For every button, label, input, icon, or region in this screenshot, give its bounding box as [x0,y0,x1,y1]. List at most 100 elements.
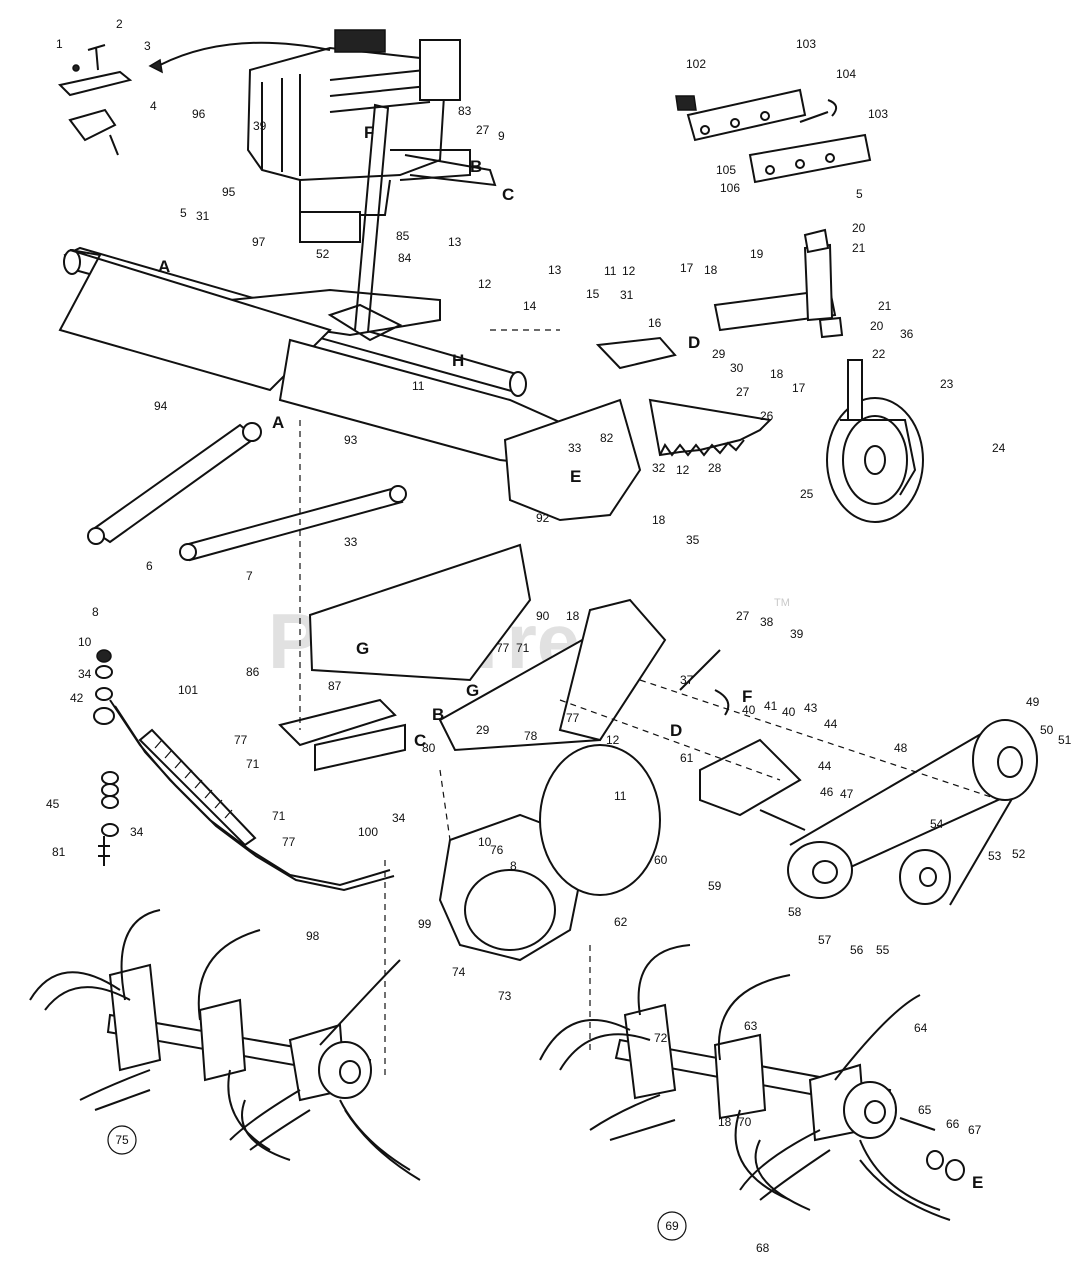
callout-c12c: 12 [622,264,636,278]
callout-c30: 30 [730,361,744,375]
callout-c11a: 11 [412,379,425,393]
callout-c12a: 12 [478,277,492,291]
chain-case [438,744,661,962]
callout-c40a: 40 [742,703,756,717]
callout-c105: 105 [716,163,736,177]
callout-c13a: 13 [448,235,462,249]
reference-letter-A1: A [158,257,170,276]
callout-c48: 48 [894,741,908,755]
callout-c6: 6 [146,559,153,573]
callout-c7: 7 [246,569,253,583]
callout-c37: 37 [680,673,694,687]
callout-c96: 96 [192,107,206,121]
choke-parts [57,44,133,156]
callout-c29b: 29 [476,723,490,737]
callout-c58: 58 [788,905,802,919]
callout-c11b: 11 [604,264,617,278]
callout-c33b: 33 [344,535,358,549]
callout-c35: 35 [686,533,700,547]
callout-c5b: 5 [856,187,863,201]
callout-c18c: 18 [652,513,666,527]
callout-c18e: 18 [718,1115,732,1129]
callout-c57: 57 [818,933,832,947]
callout-c9: 9 [498,129,505,143]
reference-letter-G1: G [356,639,369,658]
callout-circle-c69 [657,1211,687,1241]
callout-c21b: 21 [852,241,866,255]
alignment-lines [299,329,1001,1080]
callout-c18a: 18 [704,263,718,277]
reference-letter-C2: C [414,731,426,750]
reference-letter-F2: F [742,687,752,706]
callout-c98: 98 [306,929,320,943]
throttle-cable [159,41,331,66]
callout-c103a: 103 [796,37,816,51]
pulley-54 [899,849,951,905]
callout-c52a: 52 [316,247,330,261]
callout-c39a: 39 [253,119,267,133]
callout-c51: 51 [1058,733,1072,747]
callout-c92: 92 [536,511,550,525]
callout-c104: 104 [836,67,856,81]
callout-c3: 3 [144,39,151,53]
wheel-bracket-19 [713,243,837,332]
callout-c10b: 10 [478,835,492,849]
callout-c28: 28 [708,461,722,475]
callout-c64: 64 [914,1021,928,1035]
callout-c50: 50 [1040,723,1054,737]
bracket-87 [278,698,406,772]
reference-letter-D1: D [688,333,700,352]
reference-letter-D2: D [670,721,682,740]
callout-c45: 45 [46,797,60,811]
callout-c24: 24 [992,441,1006,455]
callout-c83: 83 [458,104,472,118]
drag-link-6 [87,422,262,545]
callout-c8b: 8 [510,859,517,873]
callout-c8a: 8 [92,605,99,619]
pulley-49 [972,719,1038,801]
callout-c12b: 12 [676,463,690,477]
callout-c82: 82 [600,431,614,445]
reference-letter-C1: C [502,185,514,204]
callout-c23: 23 [940,377,954,391]
callout-c44a: 44 [824,717,838,731]
callout-c62: 62 [614,915,628,929]
callout-c40b: 40 [782,705,796,719]
callout-c13b: 13 [548,263,562,277]
callout-c41: 41 [764,699,778,713]
gear-case-cover [308,543,532,682]
callout-c60: 60 [654,853,668,867]
callout-c71a: 71 [246,757,260,771]
callout-c20b: 20 [852,221,866,235]
callout-c70: 70 [738,1115,752,1129]
callout-c101: 101 [178,683,198,697]
callout-c31b: 31 [620,288,634,302]
tine-assembly-left [29,909,421,1181]
callout-c55: 55 [876,943,890,957]
reference-letter-G2: G [466,681,479,700]
callout-c34c: 34 [392,811,406,825]
callout-c5a: 5 [180,206,187,220]
callout-c20a: 20 [870,319,884,333]
shield-94 [58,249,332,392]
callout-c26: 26 [760,409,774,423]
callout-c81: 81 [52,845,66,859]
callout-c25: 25 [800,487,814,501]
reference-letter-H1: H [452,351,464,370]
hitch-plates [675,88,872,184]
callout-c17b: 17 [792,381,806,395]
circled-callout-c75: 75 [115,1133,129,1147]
reference-letter-B2: B [432,705,444,724]
callout-c65: 65 [918,1103,932,1117]
callout-c61: 61 [680,751,694,765]
callout-c103b: 103 [868,107,888,121]
reference-letter-A2: A [272,413,284,432]
callout-c47: 47 [840,787,854,801]
callout-c21a: 21 [878,299,892,313]
callout-c77d: 77 [566,711,580,725]
shift-lever [354,103,390,333]
callout-c39b: 39 [790,627,804,641]
circled-callout-c69: 69 [665,1219,679,1233]
callout-c72: 72 [654,1031,668,1045]
